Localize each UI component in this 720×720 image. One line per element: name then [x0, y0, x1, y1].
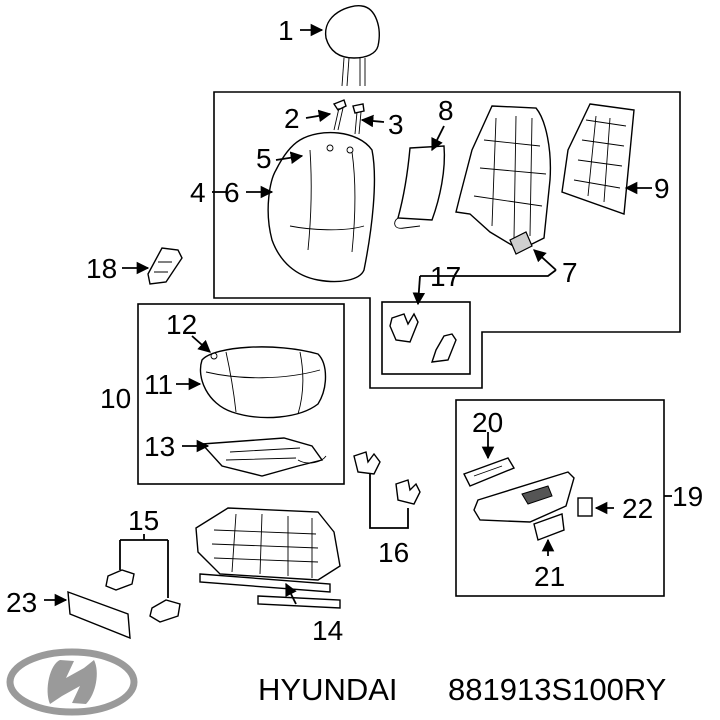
seat-cushion-cover-part	[200, 437, 327, 477]
callout-1: 1	[278, 15, 294, 46]
parts-17-frame	[381, 301, 471, 375]
callout-2: 2	[284, 103, 300, 134]
hyundai-logo-icon	[6, 648, 138, 716]
callout-22: 22	[622, 493, 653, 524]
callout-12: 12	[166, 309, 197, 340]
headrest-guide-3-part	[352, 103, 365, 135]
headrest-part	[325, 5, 380, 87]
callout-9: 9	[654, 173, 670, 204]
seatback-group-frame	[213, 91, 681, 389]
callout-23: 23	[6, 587, 37, 618]
leader-lines	[44, 23, 672, 607]
lumbar-support-part	[394, 145, 446, 229]
callout-14: 14	[312, 615, 343, 646]
side-trim-strip-part	[67, 590, 131, 640]
caption-brand: HYUNDAI	[258, 672, 398, 707]
track-covers-part	[105, 569, 181, 623]
seatback-clips-part	[389, 312, 457, 363]
callout-7: 7	[562, 257, 578, 288]
caption-part-number: 881913S100RY	[448, 672, 666, 707]
callout-21: 21	[534, 561, 565, 592]
callout-8: 8	[438, 95, 454, 126]
switch-knob-part	[533, 513, 565, 541]
seatback-cover-part	[267, 131, 376, 283]
seat-side-cover-part	[473, 471, 575, 523]
callout-13: 13	[144, 431, 175, 462]
seat-switch-part	[463, 457, 516, 487]
cushion-clips-part	[353, 451, 421, 505]
seat-cushion-group-frame	[137, 303, 345, 485]
headrest-guide-2-part	[332, 99, 347, 131]
callout-19: 19	[672, 481, 703, 512]
side-cover-cap-part	[577, 497, 593, 517]
callout-5: 5	[256, 143, 272, 174]
callout-10: 10	[100, 383, 131, 414]
callout-3: 3	[388, 109, 404, 140]
seat-track-frame-part	[195, 507, 341, 609]
callout-20: 20	[472, 407, 503, 438]
callout-17: 17	[430, 261, 461, 292]
seatback-board-part	[561, 103, 635, 215]
recliner-cover-part	[147, 247, 183, 285]
callout-16: 16	[378, 537, 409, 568]
callout-4: 4	[190, 177, 206, 208]
seatback-frame-part	[455, 105, 552, 255]
callout-11: 11	[144, 369, 173, 400]
seat-cushion-pad-part	[199, 346, 327, 419]
callout-15: 15	[128, 505, 159, 536]
callout-18: 18	[86, 253, 117, 284]
callout-6: 6	[224, 177, 240, 208]
side-cover-group-frame	[455, 399, 665, 597]
